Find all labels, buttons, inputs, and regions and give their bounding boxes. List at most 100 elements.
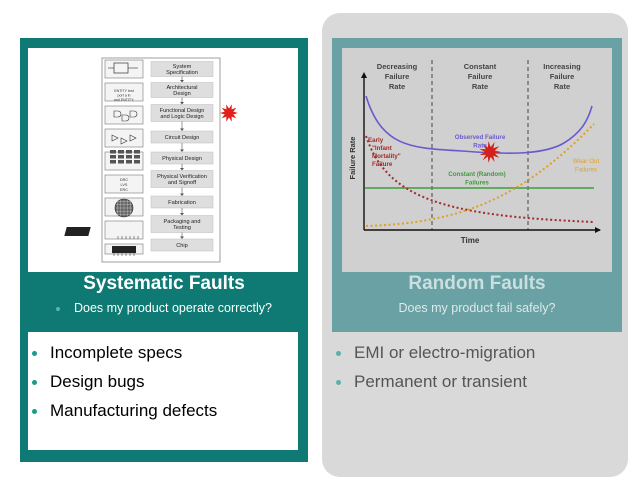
y-axis-label: Failure Rate (348, 137, 357, 180)
random-faults-subtitle: Does my product fail safely? (398, 301, 556, 315)
x-axis-arrow (595, 227, 601, 233)
y-axis-arrow (361, 72, 367, 78)
flow-thumbnail (104, 220, 144, 240)
design-flow-diagram: SystemSpecificationArchitecturalDesignFu… (64, 57, 238, 263)
flow-step-label: Architectural (166, 85, 197, 91)
bullet-dot (32, 380, 37, 385)
region-label: Failure (550, 72, 575, 81)
bullet-text: Manufacturing defects (50, 401, 218, 420)
systematic-bullet: Incomplete specs (28, 342, 298, 371)
region-label: Rate (554, 82, 570, 91)
layout-block (134, 155, 140, 159)
drc-label: LVS (121, 183, 128, 187)
bullet-text: Permanent or transient (354, 372, 527, 391)
flow-step-label: Physical Design (162, 156, 202, 162)
region-label: Failure (468, 72, 493, 81)
flow-step-label: and Signoff (168, 180, 197, 186)
layout-block (118, 155, 124, 159)
systematic-bullet: Manufacturing defects (28, 400, 298, 429)
bullet-dot (336, 351, 341, 356)
flow-step-label: Functional Design (160, 108, 205, 114)
flow-step-label: Fabrication (168, 200, 196, 206)
flow-step-label: and Logic Design (160, 114, 203, 120)
gate-icon (129, 134, 137, 142)
flow-arrowhead (180, 128, 184, 131)
chip-icon (112, 246, 136, 253)
bullet-dot (32, 409, 37, 414)
bullet-text: Design bugs (50, 372, 145, 391)
entity-label: port a in (118, 94, 131, 98)
entity-label: ENTITY test (114, 89, 134, 93)
layout-block (110, 155, 116, 159)
drc-label: ERC (120, 188, 128, 192)
bullet-dot (32, 351, 37, 356)
systematic-subtitle-text: Does my product operate correctly? (73, 301, 272, 315)
flow-arrowhead (180, 213, 184, 216)
random-bullet: Permanent or transient (332, 371, 622, 400)
flow-thumbnail (104, 128, 144, 148)
layout-block (118, 160, 124, 164)
layout-block (110, 160, 116, 164)
layout-block (126, 155, 132, 159)
entity-label: and ENTITY; (114, 98, 135, 102)
flow-arrowhead (180, 193, 184, 196)
flow-step-label: Circuit Design (165, 135, 200, 141)
drc-label: DRC (120, 178, 128, 182)
wear-out-label: Failures (575, 167, 597, 174)
flow-step-label: Chip (176, 243, 188, 249)
flow-arrowhead (180, 149, 184, 152)
infant-mortality-label: Mortality" (372, 153, 401, 160)
region-label: Failure (385, 72, 410, 81)
systematic-bullet: Design bugs (28, 371, 298, 400)
gate-icon (113, 110, 122, 118)
bullet-text: EMI or electro-migration (354, 343, 536, 362)
gate-icon (111, 134, 119, 142)
systematic-bullets-box: Incomplete specs Design bugs Manufacturi… (28, 332, 298, 450)
flow-step-label: Specification (166, 70, 198, 76)
constant-failures-label: Constant (Random) (448, 171, 505, 178)
layout-block (118, 150, 124, 154)
flow-arrowhead (180, 102, 184, 105)
flow-step-label: Testing (173, 225, 191, 231)
flow-thumbnail (104, 59, 144, 79)
flow-thumbnail (104, 174, 144, 194)
layout-block (134, 150, 140, 154)
region-label: Increasing (543, 62, 581, 71)
flow-step-label: Physical Verification (157, 174, 207, 180)
bathtub-curve-chart: DecreasingFailureRateConstantFailureRate… (348, 60, 601, 245)
flow-step-label: System (173, 64, 192, 70)
observed-label: Rate (473, 143, 487, 150)
infant-mortality-label: "Infant (372, 145, 392, 152)
series-wear-out-line (365, 123, 595, 227)
region-label: Rate (472, 82, 488, 91)
bullet-dot (336, 380, 341, 385)
systematic-faults-title: Systematic Faults (83, 273, 245, 294)
random-faults-title: Random Faults (408, 273, 546, 294)
x-axis-label: Time (461, 236, 480, 245)
flow-group: SystemSpecificationArchitecturalDesignFu… (64, 57, 238, 263)
series-observed-line (365, 95, 593, 155)
layout-block (134, 160, 140, 164)
flow-arrowhead (180, 236, 184, 239)
region-label: Rate (389, 82, 405, 91)
layout-block (126, 150, 132, 154)
infant-mortality-label: Failure (372, 161, 393, 168)
flow-step-label: Packaging and (163, 219, 200, 225)
series-infant-mortality-line (365, 135, 595, 223)
infant-mortality-label: Early (368, 137, 384, 144)
fault-starburst-icon (479, 141, 501, 163)
constant-failures-label: Failures (465, 180, 489, 187)
observed-label: Observed Failure (455, 134, 506, 141)
flow-thumbnail (104, 82, 144, 102)
layout-block (126, 160, 132, 164)
region-label: Decreasing (377, 62, 418, 71)
package-icon (64, 227, 91, 236)
systematic-faults-subtitle: Does my product operate correctly? (20, 301, 308, 315)
random-bullet: EMI or electro-migration (332, 342, 622, 371)
wear-out-label: Wear Out (573, 158, 600, 165)
flow-arrowhead (180, 80, 184, 83)
